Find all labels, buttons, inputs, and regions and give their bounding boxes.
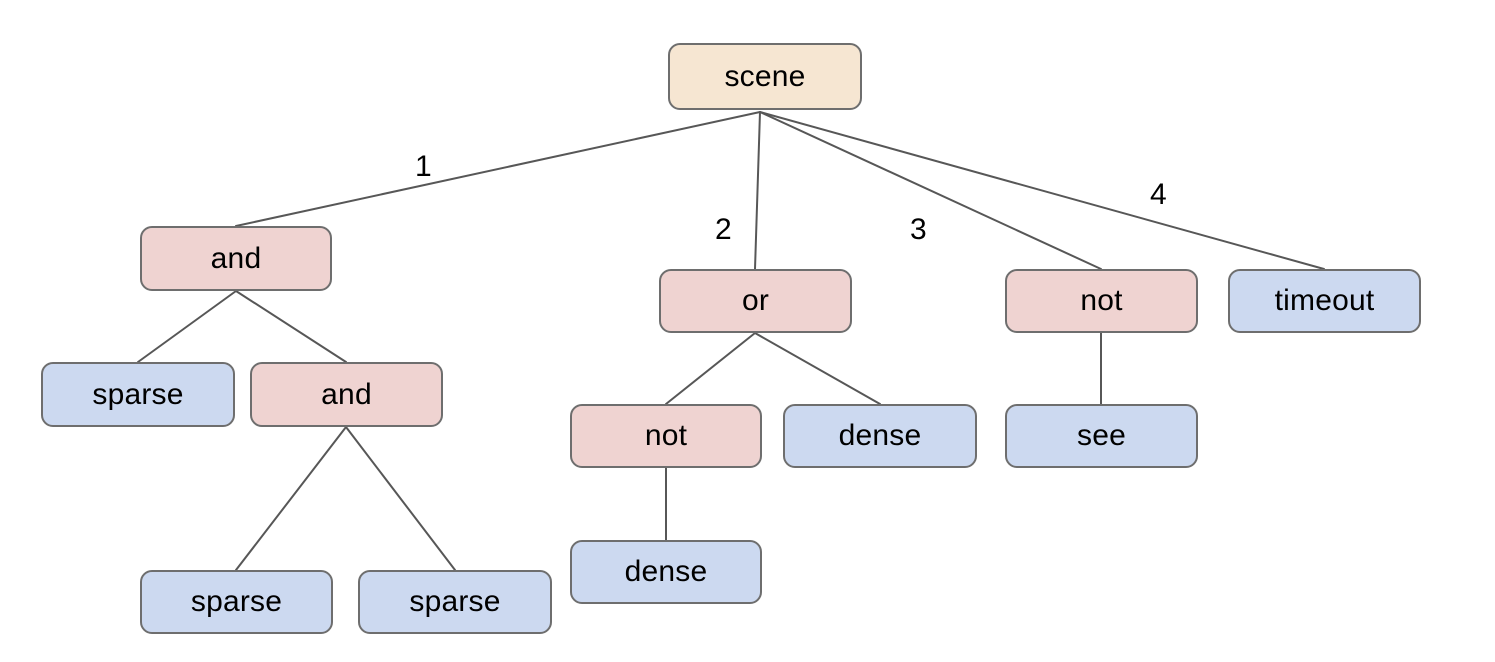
tree-node-see1[interactable]: see <box>1005 404 1198 468</box>
tree-edge-scene-to-and1 <box>235 111 761 227</box>
tree-node-sparse1[interactable]: sparse <box>41 362 235 427</box>
tree-node-label-and1: and <box>210 241 262 275</box>
tree-node-not1[interactable]: not <box>1005 269 1198 333</box>
tree-edge-scene-to-not1 <box>759 111 1102 270</box>
tree-edge-and1-to-sparse1 <box>137 290 237 363</box>
tree-node-sparse3[interactable]: sparse <box>358 570 552 634</box>
tree-node-label-not1: not <box>1080 284 1123 317</box>
tree-node-scene[interactable]: scene <box>668 43 862 110</box>
tree-edge-or1-to-not2 <box>665 332 756 405</box>
tree-node-dense1[interactable]: dense <box>783 404 977 468</box>
tree-node-and1[interactable]: and <box>140 226 332 291</box>
tree-node-label-sparse1: sparse <box>92 377 184 411</box>
tree-node-label-dense1: dense <box>838 419 922 452</box>
tree-node-or1[interactable]: or <box>659 269 852 333</box>
tree-node-label-dense2: dense <box>624 555 708 588</box>
tree-node-label-sparse2: sparse <box>190 585 283 618</box>
edge-label-4: 4 <box>1150 178 1167 211</box>
tree-node-label-sparse3: sparse <box>409 585 501 618</box>
tree-node-label-scene: scene <box>724 59 806 93</box>
tree-edge-and2-to-sparse2 <box>235 426 347 571</box>
tree-edge-scene-to-or1 <box>754 111 761 270</box>
tree-node-and2[interactable]: and <box>250 362 443 427</box>
tree-edge-scene-to-timeout1 <box>759 111 1325 270</box>
tree-node-dense2[interactable]: dense <box>570 540 762 604</box>
tree-node-label-or1: or <box>741 284 770 317</box>
tree-node-not2[interactable]: not <box>570 404 762 468</box>
tree-edge-and2-to-sparse3 <box>345 426 456 571</box>
tree-node-label-not2: not <box>644 419 688 452</box>
tree-edge-or1-to-dense1 <box>754 332 881 405</box>
tree-node-label-timeout1: timeout <box>1274 284 1375 317</box>
edge-label-2: 2 <box>715 213 732 246</box>
edge-label-1: 1 <box>415 150 432 183</box>
tree-node-label-and2: and <box>321 377 372 411</box>
tree-node-label-see1: see <box>1077 419 1126 452</box>
tree-edge-and1-to-and2 <box>235 290 347 363</box>
tree-node-sparse2[interactable]: sparse <box>140 570 333 634</box>
edge-label-3: 3 <box>910 213 927 246</box>
tree-node-timeout1[interactable]: timeout <box>1228 269 1421 333</box>
